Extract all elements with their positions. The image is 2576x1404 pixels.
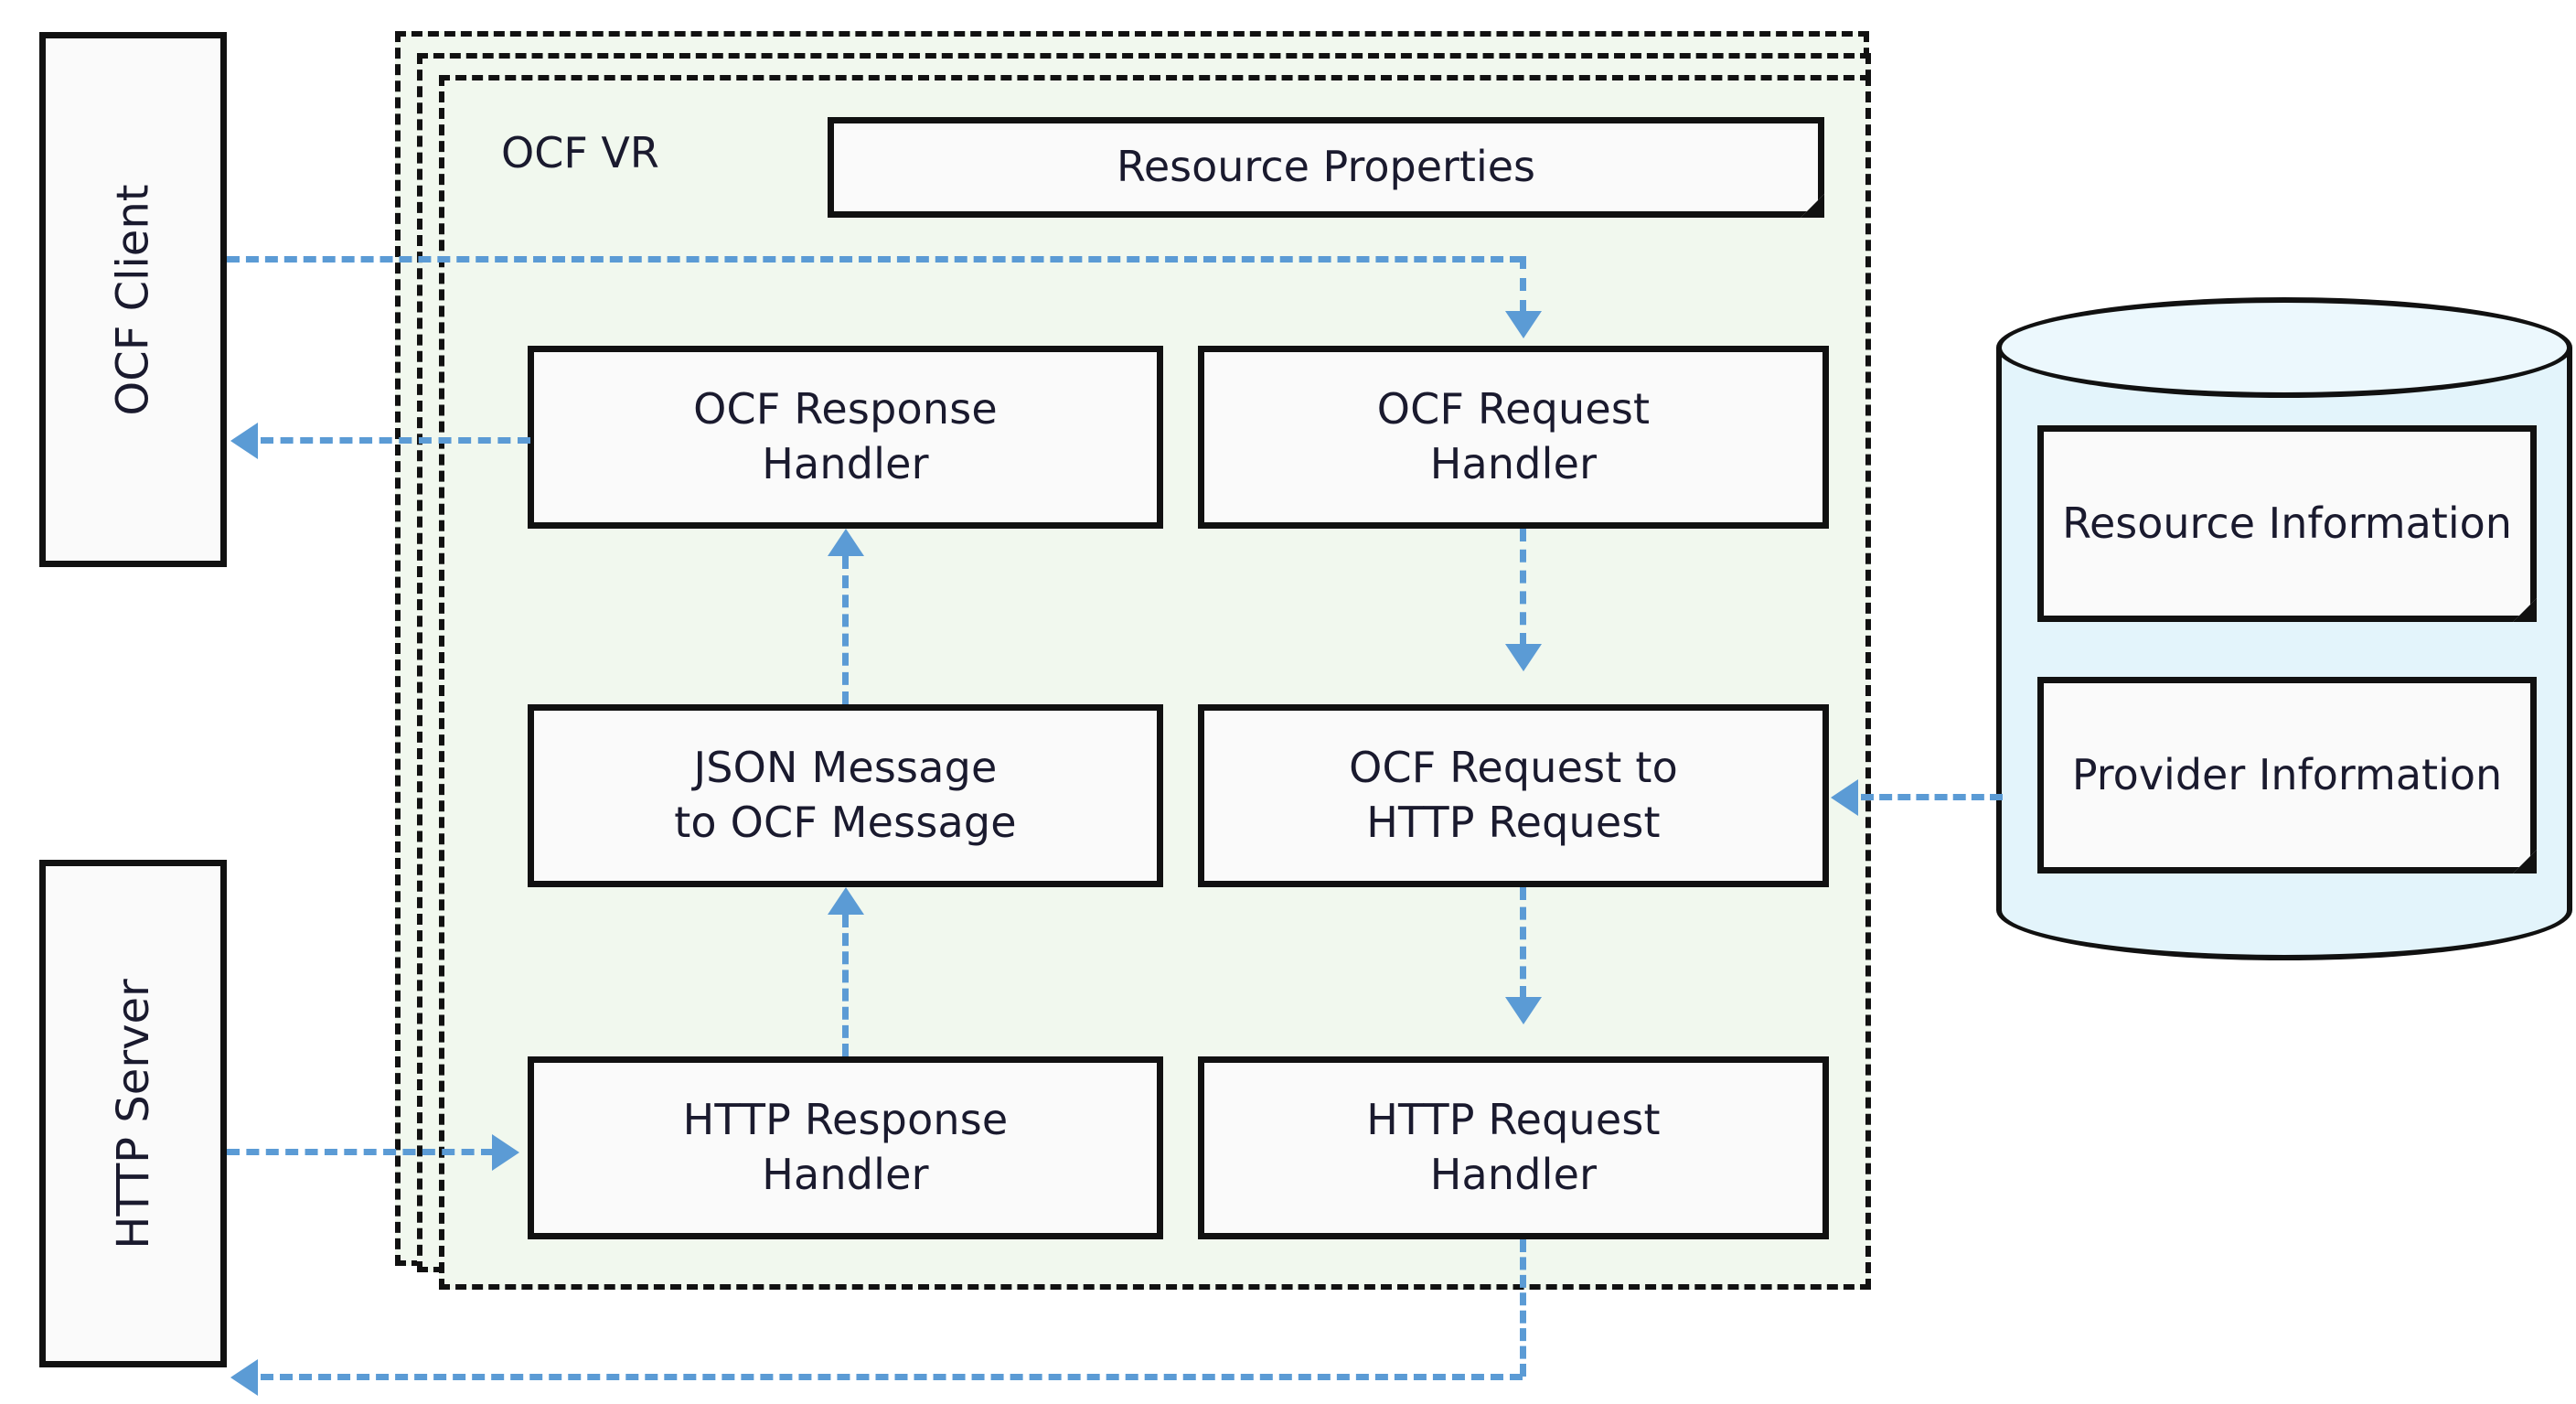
- node-http-response-handler-line1: HTTP Response: [682, 1095, 1009, 1145]
- connector-client-to-ocf-request-handler-h: [227, 256, 1523, 263]
- actor-http-server-label: HTTP Server: [107, 978, 159, 1249]
- database-document-resource-information-line2: Information: [2268, 498, 2512, 548]
- node-ocf-request-to-http-request-line2: HTTP Request: [1366, 798, 1661, 847]
- connector-server-to-http-response-handler-h: [227, 1149, 494, 1155]
- connector-ocf-response-handler-to-client-arrowhead: [230, 423, 258, 459]
- database-cylinder-top-icon: [1996, 297, 2572, 398]
- connector-http-request-handler-to-server-v: [1520, 1239, 1526, 1377]
- node-http-request-handler-line1: HTTP Request: [1366, 1095, 1661, 1145]
- database-document-provider-information-line2: Information: [2258, 749, 2503, 799]
- node-http-response-handler-line2: Handler: [762, 1150, 929, 1199]
- actor-http-server[interactable]: HTTP Server: [39, 860, 227, 1367]
- connector-ocf-request-handler-to-ocf-to-http-v: [1520, 529, 1526, 646]
- node-ocf-request-handler-line1: OCF Request: [1376, 384, 1651, 434]
- connector-http-response-handler-to-json-to-ocf-arrowhead: [828, 887, 864, 915]
- connector-ocf-request-handler-to-ocf-to-http-arrowhead: [1505, 644, 1542, 671]
- connector-http-request-handler-to-server-h: [261, 1374, 1523, 1380]
- connector-ocf-to-http-to-http-request-handler-v: [1520, 887, 1526, 999]
- actor-ocf-client[interactable]: OCF Client: [39, 32, 227, 567]
- connector-http-request-handler-to-server-arrowhead: [230, 1359, 258, 1396]
- node-ocf-response-handler-line2: Handler: [762, 439, 929, 488]
- node-ocf-request-to-http-request[interactable]: OCF Request to HTTP Request: [1198, 704, 1829, 887]
- connector-client-to-ocf-request-handler-arrowhead: [1505, 311, 1542, 338]
- node-json-to-ocf-message[interactable]: JSON Message to OCF Message: [528, 704, 1163, 887]
- connector-database-to-ocf-to-http-h: [1861, 794, 2003, 800]
- node-ocf-request-handler-line2: Handler: [1429, 439, 1598, 488]
- node-resource-properties-label: Resource Properties: [1116, 142, 1536, 192]
- ocf-vr-label: OCF VR: [501, 128, 659, 177]
- node-ocf-request-handler[interactable]: OCF Request Handler: [1198, 346, 1829, 529]
- actor-ocf-client-label: OCF Client: [107, 183, 159, 416]
- node-json-to-ocf-message-line2: to OCF Message: [674, 798, 1017, 847]
- node-ocf-response-handler-line1: OCF Response: [693, 384, 998, 434]
- node-ocf-response-handler[interactable]: OCF Response Handler: [528, 346, 1163, 529]
- database-document-resource-information-line1: Resource: [2062, 498, 2256, 548]
- node-json-to-ocf-message-line1: JSON Message: [693, 743, 998, 793]
- connector-ocf-response-handler-to-client-h: [261, 437, 530, 444]
- connector-json-to-ocf-to-ocf-response-handler-v: [842, 556, 849, 704]
- connector-http-response-handler-to-json-to-ocf-v: [842, 915, 849, 1056]
- connector-json-to-ocf-to-ocf-response-handler-arrowhead: [828, 529, 864, 556]
- node-http-request-handler-line2: Handler: [1429, 1150, 1598, 1199]
- node-ocf-request-to-http-request-line1: OCF Request to: [1349, 743, 1678, 793]
- database-document-provider-information-line1: Provider: [2071, 749, 2246, 799]
- database-document-resource-information[interactable]: Resource Information: [2037, 425, 2537, 622]
- connector-server-to-http-response-handler-arrowhead: [492, 1134, 519, 1171]
- node-resource-properties[interactable]: Resource Properties: [828, 117, 1824, 218]
- connector-database-to-ocf-to-http-arrowhead: [1831, 779, 1858, 816]
- connector-client-to-ocf-request-handler-v: [1520, 256, 1526, 313]
- database-document-provider-information[interactable]: Provider Information: [2037, 677, 2537, 873]
- node-http-response-handler[interactable]: HTTP Response Handler: [528, 1056, 1163, 1239]
- connector-ocf-to-http-to-http-request-handler-arrowhead: [1505, 997, 1542, 1024]
- node-http-request-handler[interactable]: HTTP Request Handler: [1198, 1056, 1829, 1239]
